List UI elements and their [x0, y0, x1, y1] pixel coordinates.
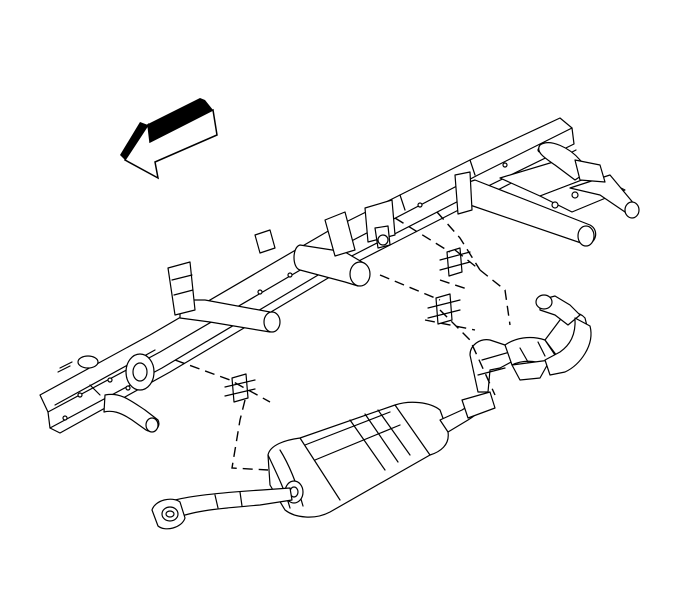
- front-direction-arrow-icon: [120, 98, 218, 180]
- vehicle-frame-rail: [39, 117, 577, 434]
- rear-frame-mount: [57, 353, 155, 391]
- exhaust-hanger-middle: [427, 293, 461, 325]
- intermediate-pipe: [439, 339, 516, 433]
- muffler: [267, 401, 449, 518]
- exhaust-hanger-front: [439, 247, 471, 277]
- tailpipe: [151, 487, 293, 530]
- transmission-crossmember: [293, 199, 396, 287]
- alignment-leader-lines: [174, 211, 511, 471]
- front-crossmember: [454, 142, 640, 247]
- front-exhaust-pipe: [504, 294, 592, 381]
- mid-crossmember: [167, 229, 281, 333]
- rear-crossmember: [103, 393, 160, 433]
- exhaust-hanger-rear: [224, 373, 256, 403]
